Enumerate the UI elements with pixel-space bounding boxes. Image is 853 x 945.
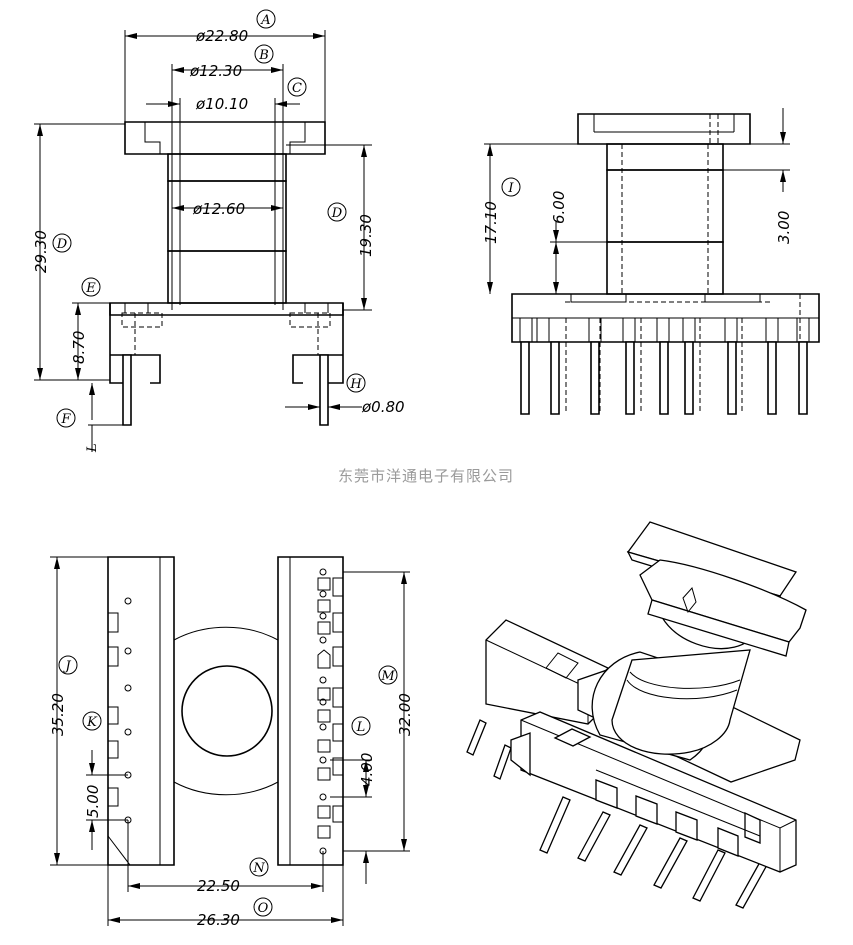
label-M: M xyxy=(380,669,395,684)
dim-H: ø0.80 xyxy=(361,398,405,416)
dim-B: ø12.30 xyxy=(189,62,242,80)
dim-L: 4.00 xyxy=(358,753,376,786)
label-L-front: L xyxy=(85,443,100,453)
iso-front-slots xyxy=(596,780,760,856)
label-J: J xyxy=(62,659,71,674)
left-pin-holes xyxy=(125,598,131,823)
dim-A: ø22.80 xyxy=(195,27,248,45)
dim-inner: ø12.60 xyxy=(192,200,245,218)
dim-N: 22.50 xyxy=(197,877,240,895)
dim-D-right: 19.30 xyxy=(357,214,375,257)
label-C: C xyxy=(292,81,302,96)
center-bore xyxy=(182,666,272,756)
right-pin-holes xyxy=(320,569,326,854)
label-L: L xyxy=(356,720,366,735)
company-watermark: 东莞市洋通电子有限公司 xyxy=(338,467,514,485)
label-A: A xyxy=(260,13,270,28)
label-O: O xyxy=(258,901,269,916)
side-view: 17.10 I 6.00 3.00 xyxy=(482,108,819,414)
label-N: N xyxy=(252,861,265,876)
pin-right xyxy=(320,355,328,425)
side-slots xyxy=(520,318,809,342)
top-flange xyxy=(125,122,325,154)
pin-left xyxy=(123,355,131,425)
label-H: H xyxy=(349,377,362,392)
label-B: B xyxy=(258,48,269,63)
front-view: ø22.80 A ø12.30 B ø10.10 C ø12.60 19.30 xyxy=(32,10,405,453)
dim-E: 8.70 xyxy=(70,331,88,364)
dim-O: 26.30 xyxy=(197,911,240,929)
label-K: K xyxy=(86,715,98,730)
dim-D-left: 29.30 xyxy=(32,230,50,273)
label-F: F xyxy=(60,412,71,427)
dim-I: 17.10 xyxy=(482,201,500,244)
bottom-view: 35.20 J 5.00 K 4.00 L 32.00 M xyxy=(49,557,414,929)
left-rail xyxy=(108,557,174,865)
label-I: I xyxy=(507,181,514,196)
label-E: E xyxy=(85,281,96,296)
dim-K: 5.00 xyxy=(84,785,102,818)
label-D-left: D xyxy=(56,237,68,252)
dim-C: ø10.10 xyxy=(195,95,248,113)
isometric-view xyxy=(467,522,806,908)
iso-pins xyxy=(467,720,767,908)
dim-6: 6.00 xyxy=(550,191,568,224)
dim-J: 35.20 xyxy=(49,693,67,736)
side-pins xyxy=(521,342,807,414)
right-slots xyxy=(318,578,330,838)
dim-3: 3.00 xyxy=(775,211,793,244)
dim-M: 32.00 xyxy=(396,693,414,736)
label-D-right: D xyxy=(331,206,343,221)
